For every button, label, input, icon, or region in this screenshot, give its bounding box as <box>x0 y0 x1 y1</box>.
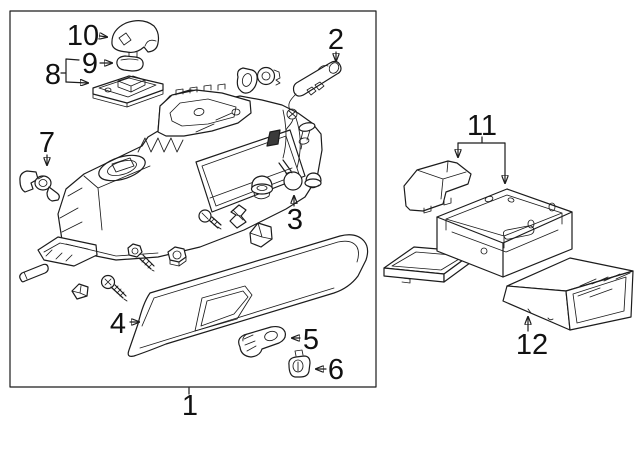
callout-10-label: 10 <box>67 20 99 52</box>
callout-7-label: 7 <box>39 127 55 159</box>
callout-8-label: 8 <box>45 59 61 91</box>
bolt <box>127 243 155 272</box>
callout-3-label: 3 <box>287 204 303 236</box>
lock-cylinder <box>288 349 311 378</box>
lamp-housing-base <box>92 75 164 108</box>
screw-b <box>198 209 222 230</box>
retainer-clip-small <box>71 283 89 300</box>
dome-grommet-small <box>304 172 322 189</box>
latch-handle <box>238 325 286 358</box>
bracket-clip <box>249 222 273 248</box>
push-pin-clip <box>298 122 316 150</box>
lamp-harness-tube <box>285 60 342 131</box>
callout-8-bracket <box>60 58 80 83</box>
spring-clip <box>229 204 247 229</box>
housing-top-bracket <box>157 83 252 137</box>
callout-6-label: 6 <box>328 354 344 386</box>
housing-details <box>59 108 306 257</box>
dome-grommet <box>250 175 274 200</box>
callout-7: 7 <box>39 127 55 165</box>
callout-1-label: 1 <box>182 390 198 422</box>
callout-11: 11 <box>458 110 505 183</box>
washer-grommet <box>236 67 258 94</box>
callout-4: 4 <box>110 308 139 340</box>
glovebox-housing <box>37 83 323 267</box>
callout-8-leader <box>65 82 88 83</box>
lamp-lens <box>116 55 144 72</box>
nut <box>167 246 187 267</box>
callout-12: 12 <box>516 317 548 361</box>
panel-frame <box>9 10 377 388</box>
screw-a <box>100 274 128 302</box>
roll-pin <box>19 263 49 283</box>
callout-10-leader <box>100 36 107 37</box>
callouts: 1 2 3 4 5 6 7 8 <box>39 20 548 422</box>
callout-6: 6 <box>316 354 344 386</box>
glovebox-door <box>127 234 369 357</box>
courtesy-lamp-switch <box>19 170 60 202</box>
callout-1: 1 <box>182 387 198 422</box>
sliding-drawer <box>502 257 634 331</box>
callout-12-label: 12 <box>516 329 548 361</box>
compartment-bin <box>436 188 573 278</box>
callout-4-label: 4 <box>110 308 126 340</box>
callout-8: 8 <box>45 58 88 91</box>
screw-grommet <box>256 66 281 86</box>
callout-5: 5 <box>292 324 319 356</box>
callout-10: 10 <box>67 20 107 52</box>
bulb <box>278 159 303 191</box>
callout-11-label: 11 <box>467 110 497 142</box>
housing-foot <box>37 236 98 267</box>
callout-9-label: 9 <box>82 48 98 80</box>
callout-11-bracket <box>457 136 506 144</box>
callout-5-label: 5 <box>303 324 319 356</box>
callout-2: 2 <box>328 24 344 61</box>
callout-9: 9 <box>82 48 112 80</box>
callout-2-label: 2 <box>328 24 344 56</box>
callout-3: 3 <box>287 196 303 236</box>
compartment-cover <box>403 160 472 214</box>
dome-lamp-cover <box>111 20 160 58</box>
